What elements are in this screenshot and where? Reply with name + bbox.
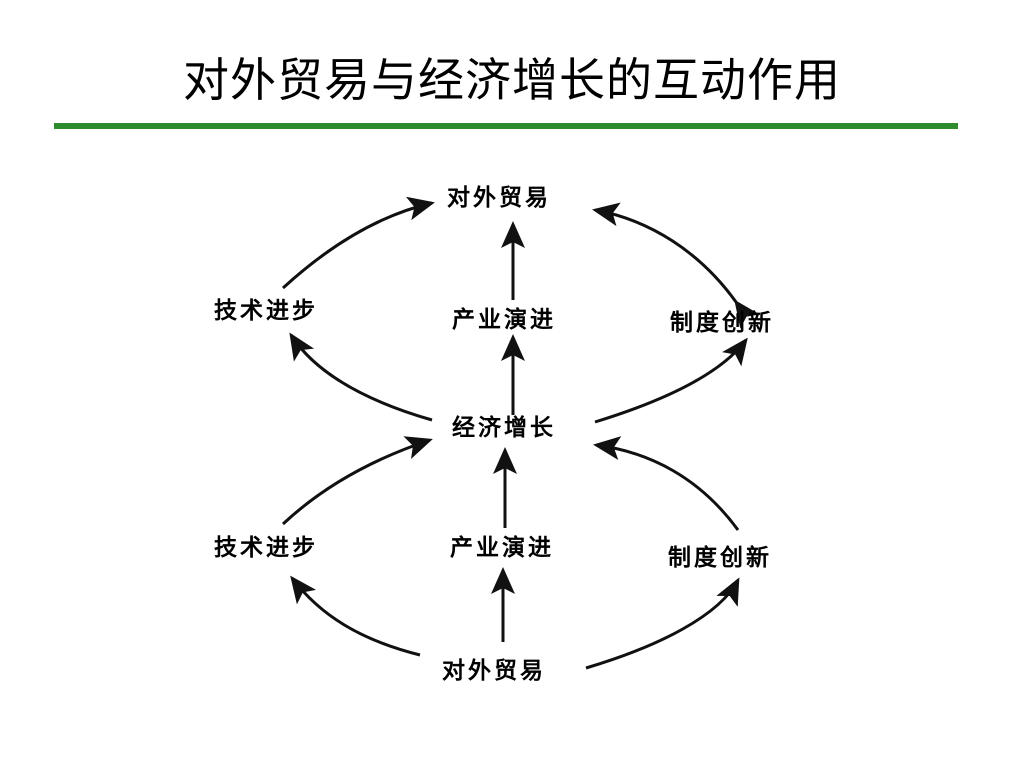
slide-title: 对外贸易与经济增长的互动作用 (183, 53, 841, 107)
title-underline (54, 123, 958, 129)
node-top-trade: 对外贸易 (447, 185, 551, 211)
arrow-upper-tech-to-top-trade (281, 196, 435, 290)
node-upper-tech: 技术进步 (214, 298, 318, 324)
node-center-growth: 经济增长 (452, 415, 556, 441)
arrow-bottom-trade-to-lower-tech (290, 575, 421, 657)
node-lower-institution: 制度创新 (668, 545, 772, 571)
arrow-lower-tech-to-growth (281, 436, 433, 526)
node-lower-industry: 产业演进 (450, 535, 554, 561)
node-bottom-trade: 对外贸易 (442, 658, 546, 684)
arrow-growth-to-upper-institution (594, 337, 748, 424)
node-lower-tech: 技术进步 (214, 535, 318, 561)
arrow-bottom-trade-to-lower-institution (585, 577, 740, 670)
arrow-top-trade-institution-bidirectional (592, 202, 760, 329)
node-upper-industry: 产业演进 (452, 307, 556, 333)
node-upper-institution: 制度创新 (670, 310, 774, 336)
arrow-growth-to-upper-tech (289, 332, 433, 422)
arrow-lower-institution-to-growth (593, 436, 740, 531)
